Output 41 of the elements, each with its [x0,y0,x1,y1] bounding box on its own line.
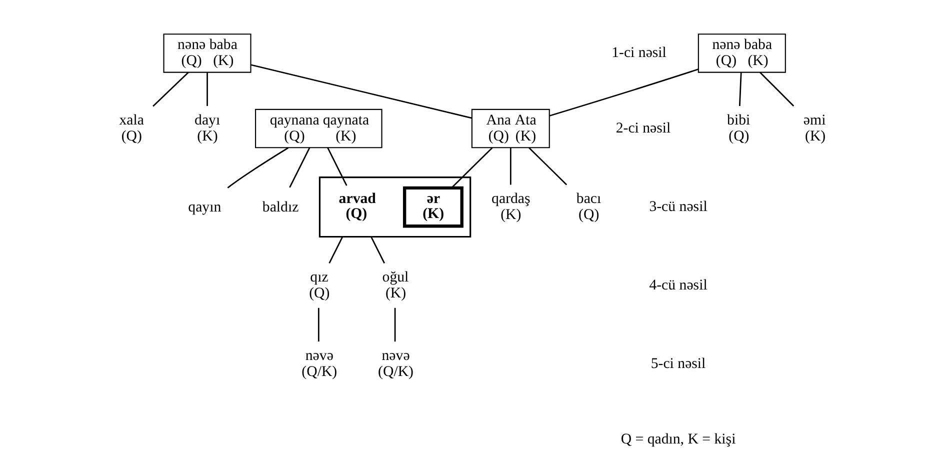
connector [206,72,208,106]
connector [326,147,347,186]
node-text: dayı (K) [194,112,220,144]
node-box: qaynana (Q) qaynata (K) [254,108,382,148]
node-text: xala (Q) [118,112,144,144]
connector [250,64,472,119]
node-text: nəvə (Q/K) [378,348,414,380]
label: 5-ci nəsil [650,356,706,372]
node-box: nənə (Q) baba (K) [697,34,786,73]
node-box: ər (K) [402,186,463,228]
node-text: nəvə (Q/K) [301,348,337,380]
label: 3-cü nəsil [648,198,707,215]
connector [450,147,492,188]
node-text: qardaş (K) [491,191,530,223]
node-text: qayın [188,200,221,216]
label: 1-ci nəsil [611,45,666,62]
connector [152,72,188,107]
connector [759,72,794,106]
connector [288,147,310,188]
node-text: qız (Q) [308,270,330,302]
node-text: arvad (Q) [338,191,376,222]
node-box: Ana (Q) Ata (K) [470,108,550,148]
connector [328,236,343,264]
connector [528,147,567,186]
cluster [318,176,471,238]
connector [509,148,511,185]
node-text: oğul (K) [382,270,408,302]
node-text: bacı (Q) [576,191,601,223]
connector [394,308,396,342]
label: 2-ci nəsil [615,120,670,136]
connector [226,147,288,188]
connector [738,72,742,106]
node-text: əmi (K) [802,112,826,144]
label: Q = qadın, K = kişi [620,431,736,448]
node-text: bibi (Q) [726,112,750,144]
node-text: baldız [262,200,298,216]
label: 4-cü nəsil [648,277,707,294]
connector [370,236,384,264]
node-box: nənə (Q) baba (K) [162,34,251,73]
connector [549,68,698,116]
connector [317,308,319,342]
